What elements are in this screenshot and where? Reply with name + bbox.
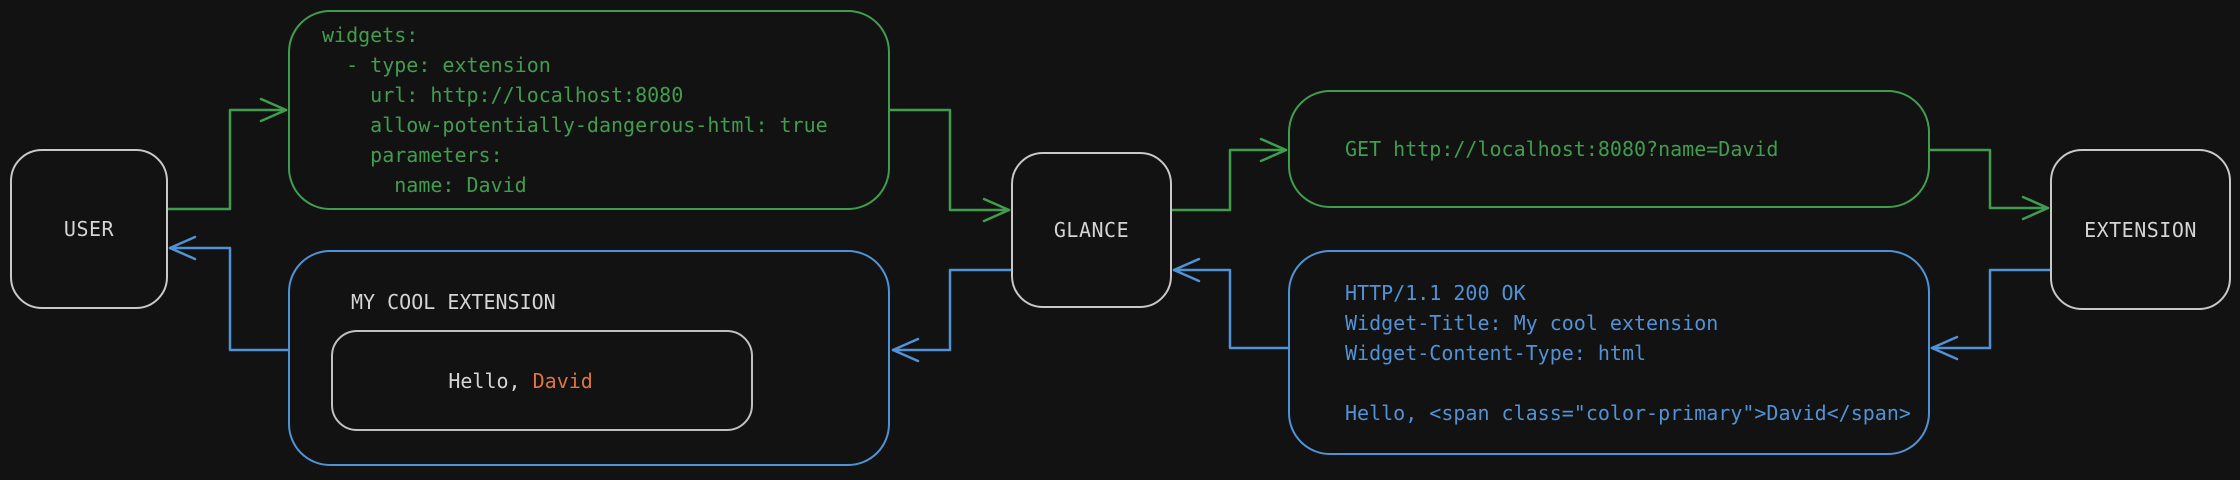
arrowhead-icon: [2021, 195, 2050, 221]
node-user: USER: [10, 149, 168, 309]
arrow-user-to-config: [166, 97, 288, 211]
arrowhead-icon: [168, 235, 197, 261]
arrow-glance-to-request: [1170, 137, 1288, 212]
greeting-name: David: [532, 368, 593, 393]
arrowhead-icon: [1259, 137, 1288, 163]
arrow-render-to-user: [168, 235, 290, 352]
arrowhead-icon: [1930, 335, 1959, 361]
widget-config-code: widgets: - type: extension url: http://l…: [322, 23, 828, 197]
arrowhead-icon: [982, 197, 1011, 223]
greeting-prefix: Hello,: [448, 368, 533, 393]
node-extension: EXTENSION: [2050, 149, 2231, 310]
node-user-label: USER: [63, 217, 115, 241]
http-response-box: HTTP/1.1 200 OK Widget-Title: My cool ex…: [1288, 250, 1930, 455]
node-glance: GLANCE: [1011, 152, 1172, 308]
arrowhead-icon: [1172, 257, 1201, 283]
arrow-extension-to-response: [1930, 268, 2052, 361]
widget-config-box: widgets: - type: extension url: http://l…: [288, 10, 890, 210]
arrow-config-to-glance: [888, 108, 1011, 223]
http-request-text: GET http://localhost:8080?name=David: [1345, 137, 1779, 161]
node-extension-label: EXTENSION: [2084, 217, 2197, 242]
widget-render-title: MY COOL EXTENSION: [351, 290, 556, 314]
widget-render-content-box: Hello, David: [331, 330, 753, 431]
greeting-text: Hello, David: [333, 345, 593, 417]
widget-render-box: MY COOL EXTENSION Hello, David: [288, 250, 890, 466]
node-glance-label: GLANCE: [1053, 218, 1130, 242]
arrow-request-to-extension: [1928, 148, 2050, 221]
arrow-response-to-glance: [1172, 257, 1290, 350]
arrowhead-icon: [891, 337, 920, 363]
arrow-glance-to-render: [891, 268, 1013, 363]
http-response-code: HTTP/1.1 200 OK Widget-Title: My cool ex…: [1345, 280, 1911, 425]
http-request-box: GET http://localhost:8080?name=David: [1288, 90, 1930, 208]
arrowhead-icon: [259, 97, 288, 123]
